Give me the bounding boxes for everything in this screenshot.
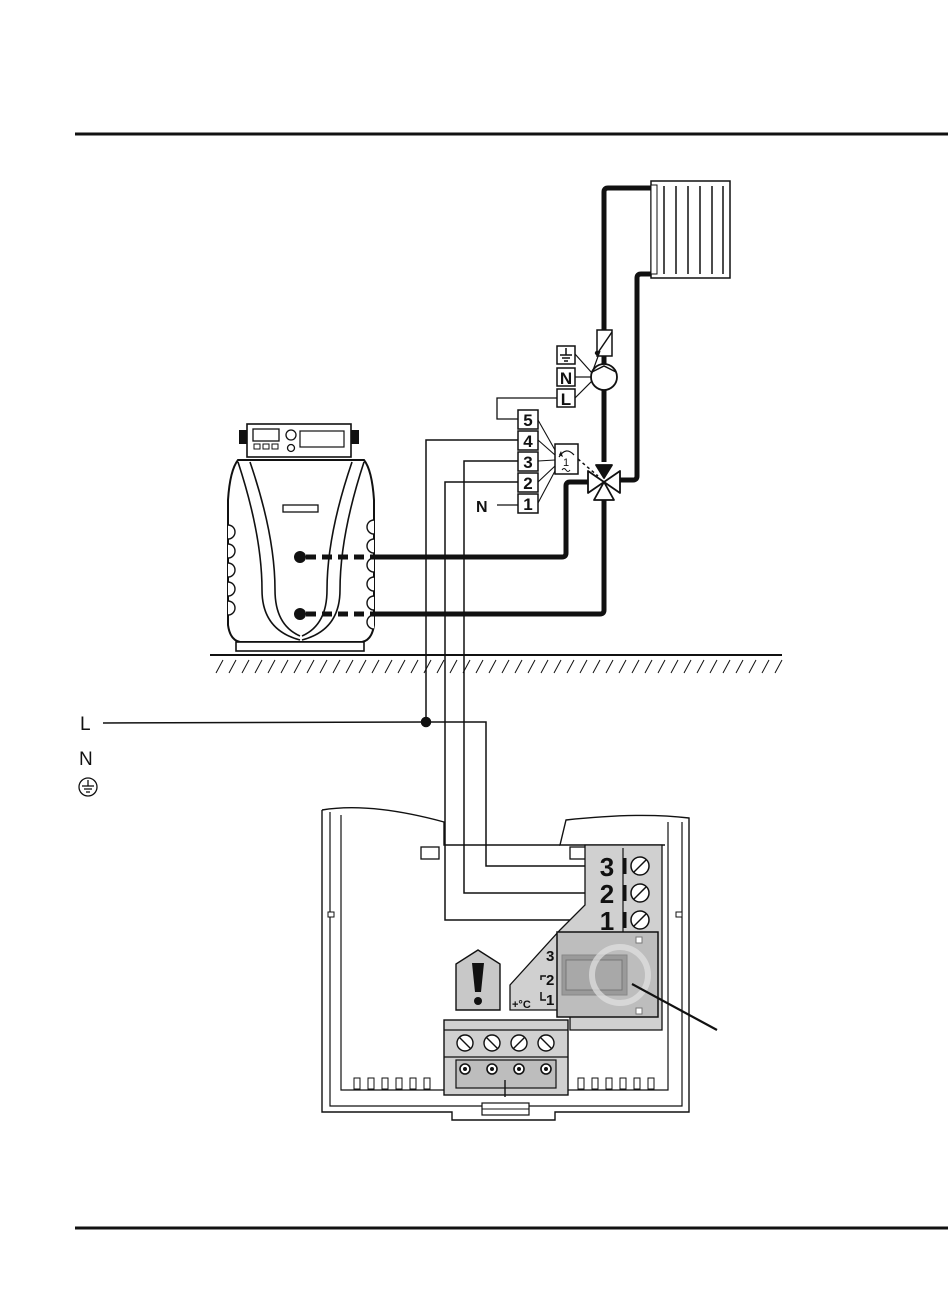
floor-hatch: [541, 660, 548, 673]
valve-neutral-label: N: [476, 499, 488, 516]
mains-live-label: L: [80, 714, 91, 735]
mains-screw-2[interactable]: [484, 1035, 500, 1051]
floor-line: [210, 655, 782, 673]
heating-pipes: [380, 188, 651, 614]
controller-terminal-2-label: 2: [600, 879, 614, 909]
floor-hatch: [632, 660, 639, 673]
valve-terminal-3: 3: [523, 453, 532, 472]
valve-terminal-2: 2: [523, 474, 532, 493]
floor-hatch: [424, 660, 431, 673]
floor-hatch: [268, 660, 275, 673]
floor-hatch: [346, 660, 353, 673]
mains-screw-4[interactable]: [538, 1035, 554, 1051]
valve-terminal-strip: 5 4 3 2 1 N: [476, 398, 557, 516]
mains-screw-1[interactable]: [457, 1035, 473, 1051]
floor-hatch: [294, 660, 301, 673]
floor-hatch: [606, 660, 613, 673]
floor-hatch: [645, 660, 652, 673]
floor-hatch: [619, 660, 626, 673]
pump-terminal-n: N: [560, 369, 572, 388]
floor-hatch: [723, 660, 730, 673]
floor-hatch: [684, 660, 691, 673]
pump-icon: [591, 364, 617, 390]
floor-hatch: [372, 660, 379, 673]
floor-hatch: [736, 660, 743, 673]
earth-icon: [79, 778, 97, 796]
floor-hatch: [359, 660, 366, 673]
floor-hatch: [450, 660, 457, 673]
floor-hatch: [437, 660, 444, 673]
floor-hatch: [216, 660, 223, 673]
mains-screw-3[interactable]: [511, 1035, 527, 1051]
valve-terminal-1: 1: [523, 495, 532, 514]
warning-icon: [456, 950, 500, 1010]
floor-hatch: [281, 660, 288, 673]
relay-pin-1: 1: [546, 992, 554, 1009]
floor-hatch: [775, 660, 782, 673]
relay-pin-2: 2: [546, 972, 554, 989]
mains-supply: L N: [79, 714, 426, 796]
floor-hatch: [593, 660, 600, 673]
controller-terminal-panel: 3 2 1 3 2 1 +°C: [510, 845, 662, 1030]
floor-hatch: [502, 660, 509, 673]
floor-hatch: [567, 660, 574, 673]
floor-hatch: [697, 660, 704, 673]
floor-hatch: [320, 660, 327, 673]
floor-hatch: [476, 660, 483, 673]
floor-hatch: [762, 660, 769, 673]
valve-actuator: 1: [555, 444, 598, 476]
floor-hatch: [749, 660, 756, 673]
floor-hatch: [489, 660, 496, 673]
relay-block: [557, 932, 658, 1017]
relay-pin-3: 3: [546, 948, 554, 965]
boiler-unit: [228, 424, 380, 651]
actuator-position: 1: [563, 457, 569, 469]
floor-hatch: [333, 660, 340, 673]
floor-hatch: [398, 660, 405, 673]
controller-terminal-3-label: 3: [600, 852, 614, 882]
floor-hatch: [385, 660, 392, 673]
floor-hatch: [229, 660, 236, 673]
floor-hatch: [255, 660, 262, 673]
floor-hatch: [528, 660, 535, 673]
floor-hatch: [710, 660, 717, 673]
relay-temp-symbol: +°C: [512, 999, 531, 1011]
floor-hatch: [242, 660, 249, 673]
valve-terminal-4: 4: [523, 432, 533, 451]
radiator: [651, 181, 730, 278]
mains-neutral-label: N: [79, 749, 93, 770]
floor-hatch: [658, 660, 665, 673]
floor-hatch: [554, 660, 561, 673]
valve-terminal-5: 5: [523, 411, 532, 430]
floor-hatch: [307, 660, 314, 673]
floor-hatch: [411, 660, 418, 673]
mixing-valve-icon: [588, 465, 620, 500]
floor-hatch: [515, 660, 522, 673]
floor-hatch: [671, 660, 678, 673]
mains-terminal-block: [444, 1020, 568, 1115]
floor-hatch: [580, 660, 587, 673]
pump-terminal-l: L: [561, 390, 571, 409]
